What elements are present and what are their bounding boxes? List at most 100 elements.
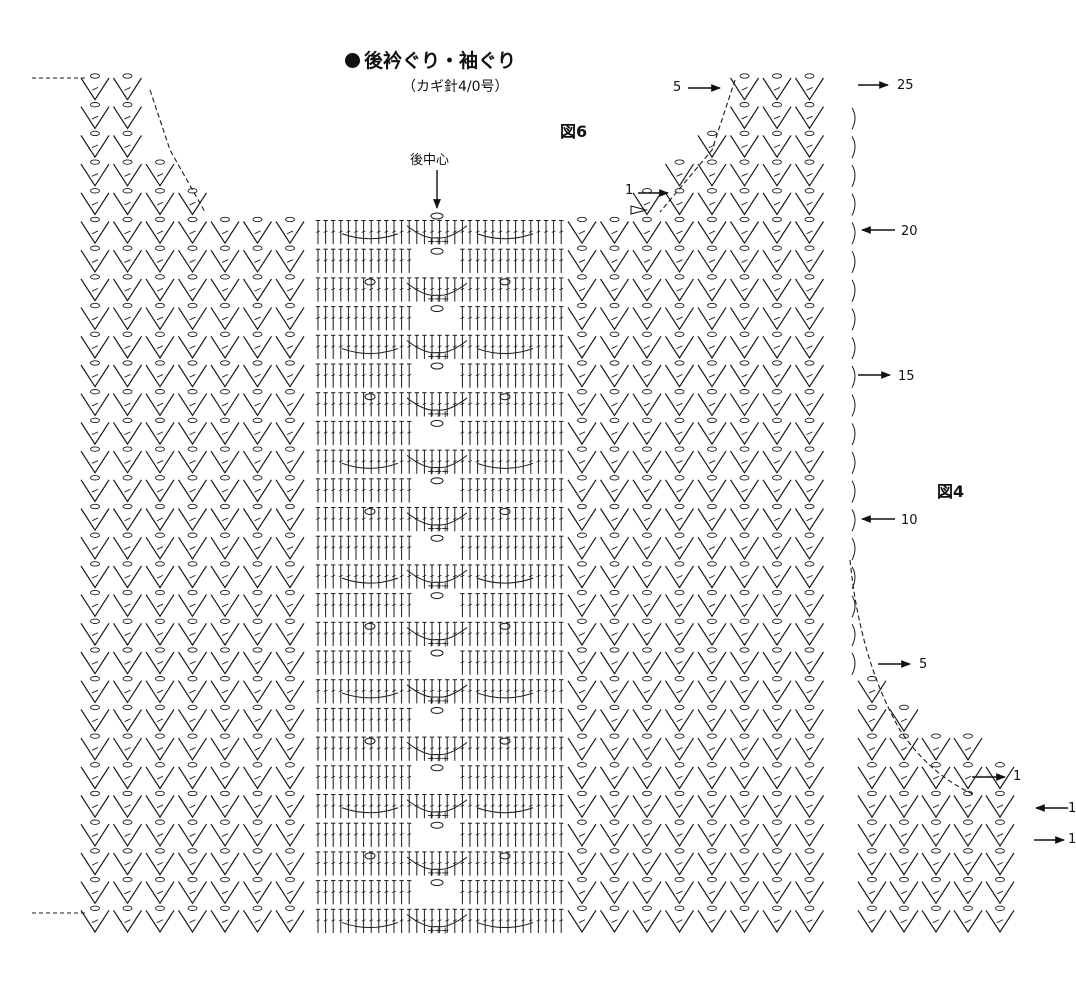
v-stitch xyxy=(112,766,143,790)
v-stitch-mark xyxy=(708,201,716,206)
dc-stitch-mark xyxy=(369,402,374,405)
v-stitch xyxy=(729,450,760,474)
dc-stitch-mark xyxy=(316,833,320,836)
dc-stitch-mark xyxy=(354,804,358,807)
v-stitch xyxy=(112,135,143,159)
row-marker-1-b: 1 xyxy=(1068,801,1076,816)
v-stitch-mark xyxy=(156,718,164,723)
v-stitch xyxy=(857,709,887,733)
dc-stitch-mark xyxy=(316,374,320,377)
v-stitch-mark xyxy=(156,574,164,579)
v-stitch xyxy=(177,364,208,388)
v-stitch xyxy=(599,823,630,848)
chain-top xyxy=(674,676,685,682)
v-stitch-mark xyxy=(254,517,261,522)
chain-top xyxy=(285,676,295,682)
dc-stitch-mark xyxy=(369,718,374,721)
dc-stitch-mark xyxy=(354,689,358,692)
v-stitch xyxy=(145,307,175,331)
dc-stitch-mark xyxy=(521,890,526,893)
v-stitch xyxy=(921,852,951,876)
v-stitch xyxy=(210,307,240,331)
dc-stitch-mark xyxy=(513,833,518,836)
chain-top xyxy=(674,647,685,653)
dc-stitch-mark xyxy=(354,402,358,405)
dc-stitch-mark xyxy=(338,861,343,865)
v-stitch xyxy=(729,766,760,790)
dc-stitch-mark xyxy=(551,804,556,807)
chain-top xyxy=(707,618,717,624)
v-stitch xyxy=(242,852,273,876)
dc-stitch-mark xyxy=(407,431,412,434)
v-stitch-mark xyxy=(91,833,99,837)
v-stitch-mark xyxy=(643,402,651,407)
v-stitch xyxy=(729,508,760,532)
v-stitch xyxy=(599,307,630,331)
chain-top xyxy=(252,532,263,538)
v-stitch xyxy=(729,364,760,388)
chain-top xyxy=(90,102,100,108)
v-stitch xyxy=(242,422,273,446)
chain-loop xyxy=(499,852,511,860)
v-stitch-mark xyxy=(806,890,813,895)
dc-stitch-mark xyxy=(544,460,548,463)
v-stitch-mark xyxy=(773,173,781,177)
dc-stitch-mark xyxy=(354,431,358,434)
dc-stitch-mark xyxy=(551,574,556,578)
v-stitch xyxy=(664,536,695,561)
v-stitch xyxy=(567,508,597,532)
dc-stitch-mark xyxy=(475,804,480,807)
single-crochet: + xyxy=(434,639,442,650)
dc-stitch-mark xyxy=(316,890,320,893)
dc-stitch-mark xyxy=(361,488,366,492)
v-stitch xyxy=(664,479,695,503)
v-stitch xyxy=(599,393,630,417)
dc-stitch-mark xyxy=(528,833,533,836)
v-stitch xyxy=(632,909,662,934)
v-stitch-mark xyxy=(806,173,813,177)
chain-top xyxy=(252,302,263,309)
v-stitch xyxy=(112,249,143,274)
dc-stitch-mark xyxy=(422,919,427,922)
v-stitch-mark xyxy=(286,345,294,349)
chain-top xyxy=(577,819,587,825)
v-stitch xyxy=(567,307,597,331)
v-stitch-mark xyxy=(741,775,748,780)
back-center-chain xyxy=(430,212,444,220)
v-stitch-mark xyxy=(124,661,131,665)
dc-stitch-mark xyxy=(498,689,503,692)
chain-top xyxy=(122,331,133,337)
dc-stitch-mark xyxy=(460,861,465,865)
dc-stitch-mark xyxy=(528,689,533,692)
chain-top xyxy=(122,274,133,280)
chain-top xyxy=(609,503,620,510)
dc-stitch-mark xyxy=(384,402,389,405)
v-stitch-mark xyxy=(124,144,131,149)
dc-stitch-mark xyxy=(392,632,396,635)
v-stitch xyxy=(794,221,825,245)
dc-stitch-mark xyxy=(498,775,503,779)
v-stitch-mark xyxy=(578,804,586,809)
dc-stitch-mark xyxy=(506,718,510,721)
dc-stitch-mark xyxy=(452,402,457,405)
dc-stitch-mark xyxy=(536,689,541,692)
v-stitch xyxy=(794,192,825,216)
dc-stitch-mark xyxy=(399,718,404,721)
chain-top xyxy=(739,905,750,911)
dc-stitch-mark xyxy=(369,747,374,750)
chain-top xyxy=(285,589,295,596)
chain-top xyxy=(155,790,165,797)
v-stitch xyxy=(794,479,825,503)
dc-stitch-mark xyxy=(407,517,412,520)
dc-stitch-mark xyxy=(528,747,533,750)
v-stitch-mark xyxy=(156,661,164,665)
dc-stitch-mark xyxy=(346,287,351,291)
v-stitch xyxy=(242,335,273,360)
chain-loop xyxy=(430,305,444,313)
v-stitch xyxy=(985,852,1015,876)
edge-chain xyxy=(851,337,856,360)
dc-stitch-mark xyxy=(475,861,480,865)
v-stitch-mark xyxy=(189,287,196,292)
dc-stitch-mark xyxy=(559,402,564,405)
chain-top xyxy=(707,245,717,251)
